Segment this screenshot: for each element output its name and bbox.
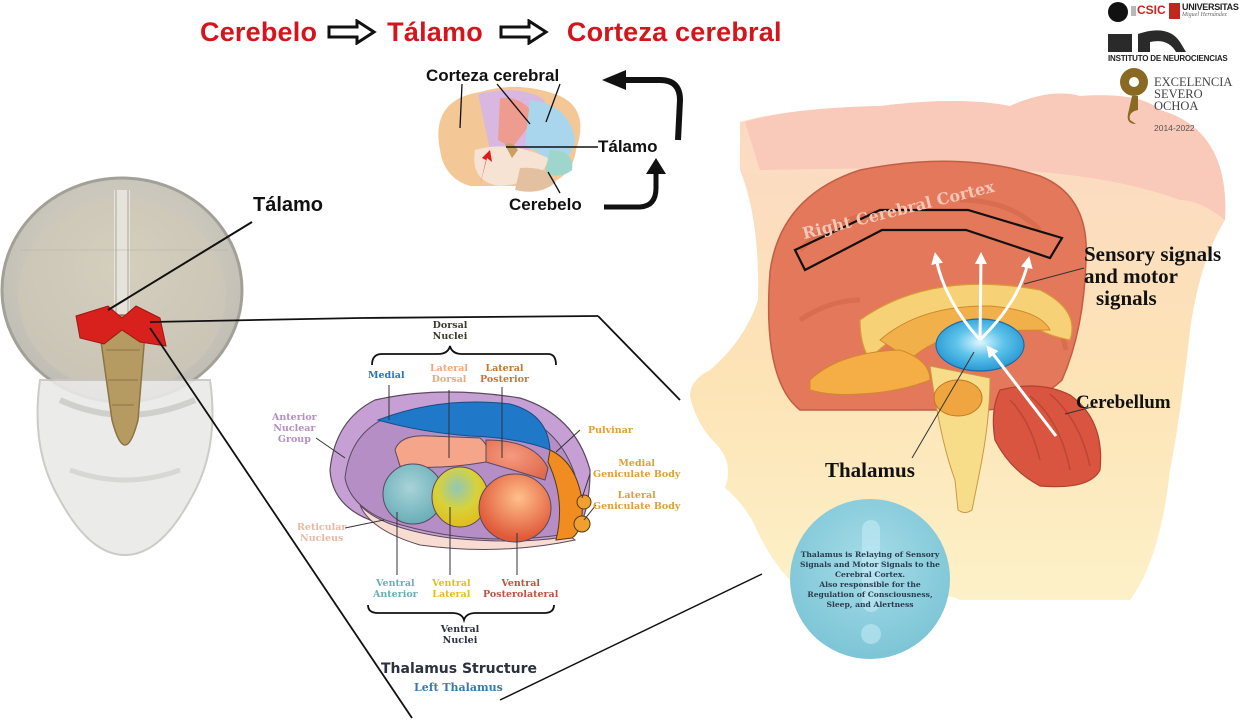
head-profile-illustration <box>690 93 1226 601</box>
hollow-right-arrow-icon <box>499 19 549 45</box>
dorsal-nuclei-label: Dorsal Nuclei <box>432 320 468 342</box>
thalamus-structure-title: Thalamus Structure <box>381 661 537 677</box>
ventral-bracket <box>367 604 555 624</box>
hollow-right-arrow-icon <box>327 19 377 45</box>
lateral-brain-illustration <box>438 86 581 192</box>
skull-illustration <box>0 176 244 557</box>
flow-title: Cerebelo Tálamo Corteza cerebral <box>200 12 782 52</box>
info-line-3: Cerebral Cortex. <box>834 570 906 579</box>
zoom-line-left <box>149 327 413 719</box>
cortex-pointer-1 <box>459 83 463 129</box>
signal-arrows <box>931 252 1058 437</box>
loop-arrow-up-icon <box>604 158 666 210</box>
loop-cerebellum-label: Cerebelo <box>509 195 582 214</box>
loop-cortex-label: Corteza cerebral <box>426 66 560 85</box>
label-medial: Medial <box>368 370 405 381</box>
signals-label: Sensory signals and motor signals <box>1084 243 1221 309</box>
csic-logo-text: CSIC <box>1137 3 1166 17</box>
nucleus-ventral-lateral <box>431 466 489 528</box>
flow-step-cerebelo: Cerebelo <box>200 16 318 47</box>
cortex-banner-outline <box>793 208 1064 272</box>
info-line-2: Signals and Motor Signals to the <box>799 560 940 569</box>
info-bubble <box>790 499 950 659</box>
excelencia-line-2: SEVERO <box>1154 87 1203 101</box>
exclamation-icon <box>862 520 880 612</box>
head-thalamus-pointer <box>911 351 975 459</box>
nucleus-pointer-lines <box>315 385 597 575</box>
thalamus-structure-diagram <box>329 391 592 550</box>
loop-arrow-back-icon <box>602 70 684 141</box>
info-line-5: Regulation of Consciousness, <box>807 590 933 599</box>
excelencia-line-3: OCHOA <box>1154 99 1199 113</box>
logo-instituto <box>1108 2 1186 52</box>
nucleus-lateral-dorsal <box>394 435 489 468</box>
signals-line-2: and motor <box>1084 264 1178 288</box>
universidad-sub-text: Miguel Hernández <box>1182 12 1227 18</box>
medial-geniculate-body <box>576 494 592 510</box>
zoom-line-right <box>597 315 681 401</box>
cortex-pointer-3 <box>545 83 561 123</box>
signals-line-1: Sensory signals <box>1084 242 1222 266</box>
flow-step-corteza: Corteza cerebral <box>566 16 782 47</box>
skull-thalamus-label: Tálamo <box>253 194 324 216</box>
nucleus-reticular <box>359 504 577 550</box>
ventral-nuclei-label: Ventral Nuclei <box>440 624 480 646</box>
nucleus-ventral-posterolateral <box>478 473 552 543</box>
signals-pointer <box>1023 267 1085 285</box>
thalamus-structure-subtitle: Left Thalamus <box>414 681 503 694</box>
signals-line-3: signals <box>1096 286 1157 310</box>
zoom-line-bottom <box>499 573 763 701</box>
zoom-line-top <box>149 317 361 323</box>
cerebellum-pointer <box>547 171 561 194</box>
label-pulvinar: Pulvinar <box>588 425 633 436</box>
info-line-6: Sleep, and Alertness <box>826 600 914 609</box>
years-text: 2014-2022 <box>1154 123 1195 133</box>
loop-thalamus-label: Tálamo <box>598 137 658 156</box>
cerebellum-pointer-head <box>1064 405 1097 415</box>
head-cerebellum-label: Cerebellum <box>1076 392 1171 413</box>
excelencia-text: EXCELENCIA SEVERO OCHOA <box>1154 75 1233 113</box>
skull-thalamus-highlight <box>75 305 167 347</box>
zoom-line-top-b <box>359 315 599 319</box>
skull-thalamus-pointer <box>107 221 253 311</box>
info-line-4: Also responsible for the <box>819 580 921 589</box>
universidad-logo-icon <box>1169 3 1180 19</box>
instituto-text: INSTITUTO DE NEUROCIENCIAS <box>1108 54 1228 63</box>
info-line-1: Thalamus is Relaying of Sensory <box>800 550 940 559</box>
universidad-logo-text: UNIVERSITAS <box>1182 2 1239 12</box>
excelencia-line-1: EXCELENCIA <box>1154 75 1233 89</box>
head-thalamus-label: Thalamus <box>825 458 915 482</box>
info-bubble-text: Thalamus is Relaying of Sensory Signals … <box>790 550 950 610</box>
dorsal-bracket <box>371 345 557 366</box>
logo-severo-ochoa <box>1120 68 1148 124</box>
red-pointer-arrow <box>480 150 492 185</box>
lateral-geniculate-body <box>573 515 591 533</box>
flow-step-talamo: Tálamo <box>387 16 483 47</box>
cortex-pointer-2 <box>496 83 531 125</box>
